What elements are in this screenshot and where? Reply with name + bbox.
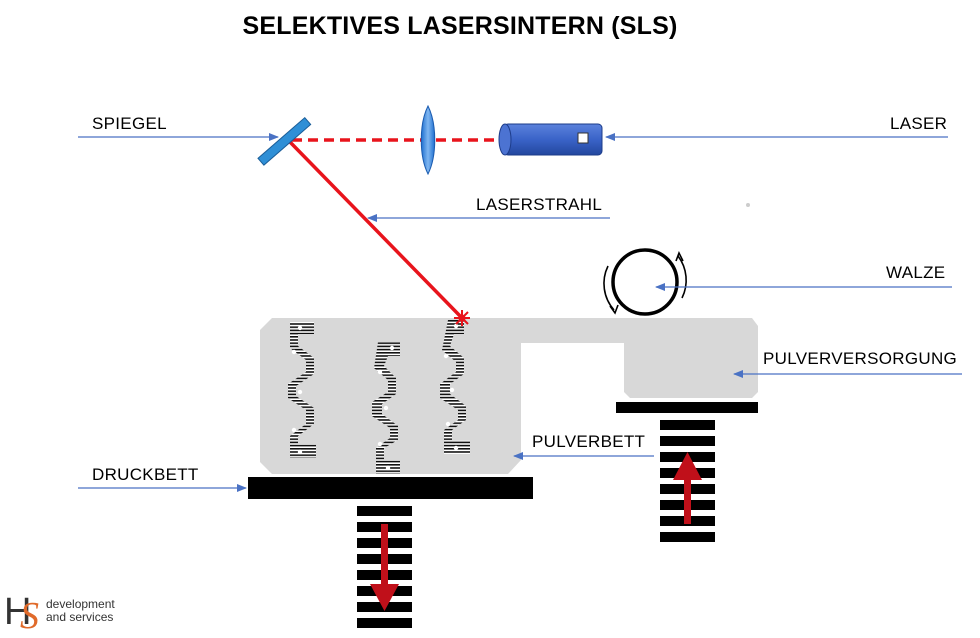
build-platform [248,477,533,499]
label-laser: LASER [890,114,948,133]
powder-bed [260,318,758,474]
label-druckbett: DRUCKBETT [92,465,199,484]
laser-icon [498,123,603,156]
roller-icon [611,248,679,316]
svg-text:S: S [20,595,39,637]
label-pulverversorgung: PULVERVERSORGUNG [763,349,958,368]
logo-icon: H S [4,591,39,637]
printed-part-1 [288,322,316,458]
leader-lines [78,133,962,492]
lens-icon [420,104,436,176]
mirror-icon [257,116,312,166]
svg-text:H: H [4,591,31,633]
printed-part-2 [372,342,400,474]
laser-beam-diagonal [288,140,464,320]
label-walze: WALZE [886,263,946,282]
supply-platform [616,402,758,413]
label-spiegel: SPIEGEL [92,114,167,133]
label-pulverbett: PULVERBETT [532,432,646,451]
logo-text-line1: development [46,597,115,611]
page-title: SELEKTIVES LASERSINTERN (SLS) [242,12,678,40]
logo-text-line2: and services [46,610,114,624]
decorative-dot [746,203,750,207]
up-arrow-icon [673,452,702,524]
printed-part-3 [440,320,470,454]
laser-spot-icon [454,310,470,326]
down-arrow-icon [370,524,399,611]
label-laserstrahl: LASERSTRAHL [476,195,603,214]
rotation-arrow-icon [603,251,687,315]
